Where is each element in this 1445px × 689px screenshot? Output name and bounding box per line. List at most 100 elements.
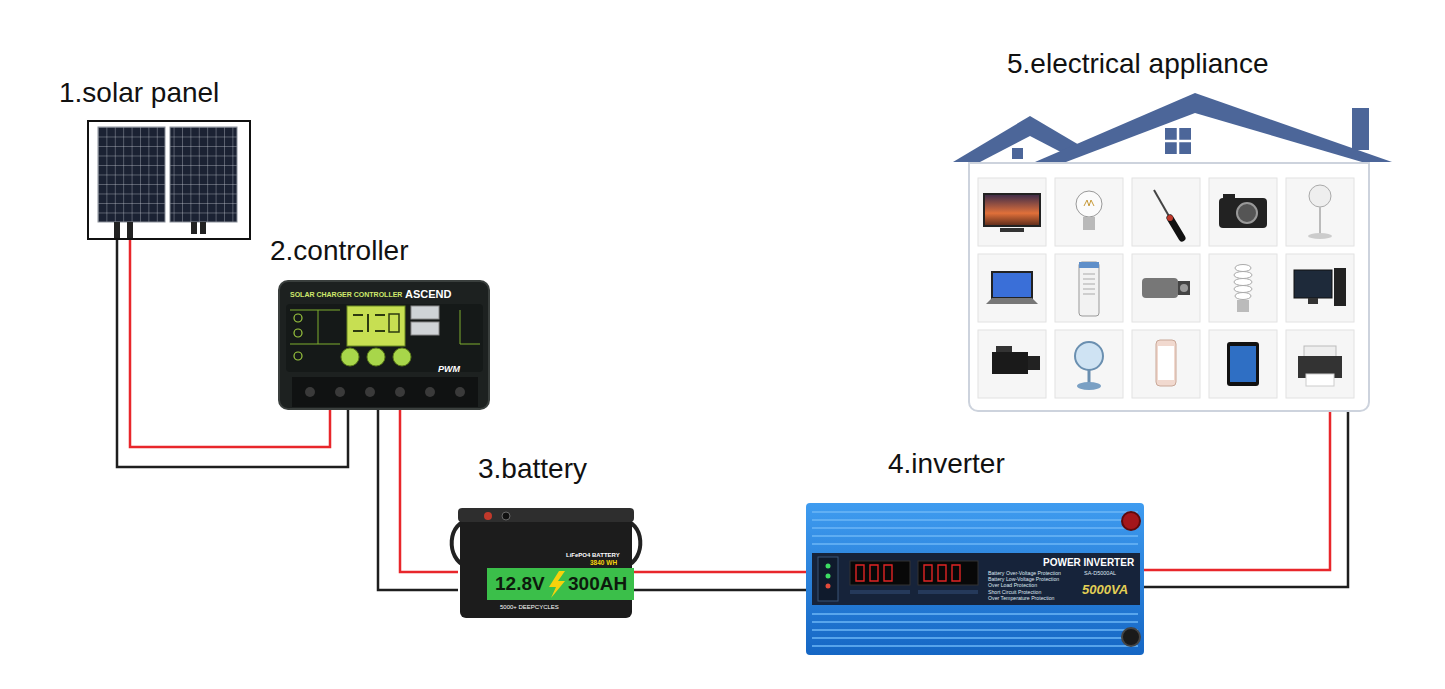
battery-body [484, 512, 492, 520]
inverter-body [918, 590, 978, 594]
laptop-icon [978, 254, 1046, 322]
charge-controller-body [294, 329, 302, 337]
printer-icon [1286, 330, 1354, 398]
inverter-body [806, 503, 1144, 655]
house-roof [953, 93, 1392, 162]
charge-controller-body [411, 322, 439, 335]
appliance-grid [978, 178, 1354, 398]
solar-cells [98, 127, 165, 222]
part-heading: 1.solar panel [59, 77, 219, 109]
charge-controller-body [375, 330, 385, 332]
charge-controller-body [347, 306, 405, 346]
charge-controller-body [367, 348, 385, 366]
camcorder-icon [1132, 254, 1200, 322]
air-cooler-icon [1055, 254, 1123, 322]
printer-icon [1306, 374, 1334, 386]
positive-wire [130, 240, 330, 447]
tablet-icon [1227, 342, 1259, 386]
desktop-icon [1286, 254, 1354, 322]
solar-panel-box: 1.solar panel [87, 120, 251, 240]
inverter-body [1122, 512, 1140, 530]
cfl-bulb-icon [1237, 300, 1249, 312]
stand-fan-icon [1308, 233, 1332, 239]
solar-cells [114, 222, 120, 238]
air-cooler-icon [1079, 262, 1099, 268]
charge-controller-body [292, 377, 478, 407]
camcorder-icon [1178, 281, 1190, 295]
positive-wire [634, 571, 806, 574]
desktop-icon [1294, 270, 1332, 298]
battery-body [487, 568, 634, 600]
desk-fan-icon [1088, 370, 1091, 384]
tablet-icon [1209, 330, 1277, 398]
solar-cells [200, 222, 206, 234]
controller-device: 2.controllerSOLAR CHARGER CONTROLLERASCE… [278, 280, 490, 410]
charge-controller-body [279, 281, 489, 409]
tv-icon [978, 178, 1046, 246]
camera-icon [1209, 178, 1277, 246]
charge-controller-body [279, 281, 489, 409]
inverter-body [826, 584, 831, 589]
charge-controller-body [365, 387, 375, 397]
protection-text: Over Load Protection [988, 583, 1037, 589]
video-camera-icon [1028, 356, 1040, 370]
model-print: SA-D5000AL [1084, 570, 1116, 576]
device-print: SOLAR CHARGER CONTROLLER [290, 291, 402, 299]
charge-controller-body [341, 348, 359, 366]
camera-icon [1237, 203, 1257, 223]
charge-controller-body [367, 314, 369, 332]
air-cooler-icon [1055, 254, 1123, 322]
soldering-iron-icon [1154, 190, 1170, 218]
mode-mark: PWM [438, 364, 460, 374]
positive-wire [400, 410, 458, 572]
video-camera-icon [978, 330, 1046, 398]
laptop-icon [978, 254, 1046, 322]
bulb-icon [1055, 178, 1123, 246]
laptop-icon [986, 298, 1038, 304]
cfl-bulb-icon [1235, 265, 1251, 272]
desktop-icon [1286, 254, 1354, 322]
protection-text: Battery Low-Voltage Protection [988, 577, 1059, 583]
negative-wire [117, 240, 348, 467]
desk-fan-icon [1055, 330, 1123, 398]
phone-icon [1156, 340, 1176, 386]
negative-wire [1144, 412, 1348, 587]
house-roof [1012, 148, 1023, 159]
cfl-bulb-icon [1234, 279, 1252, 286]
desk-fan-icon [1055, 330, 1123, 398]
cycle-print: 5000+ DEEPCYCLES [500, 604, 559, 611]
laptop-icon [992, 272, 1032, 298]
charge-controller-body [411, 306, 439, 319]
stand-fan-icon [1309, 185, 1331, 207]
inverter-body [826, 574, 831, 579]
charge-controller-body [455, 387, 465, 397]
charge-controller-body [286, 304, 483, 372]
camera-icon [1209, 178, 1277, 246]
desktop-icon [1334, 268, 1346, 306]
camcorder-icon [1142, 278, 1178, 298]
charge-controller-body [305, 387, 315, 397]
cfl-bulb-icon [1209, 254, 1277, 322]
cfl-bulb-icon [1234, 272, 1252, 279]
soldering-iron-icon [1132, 178, 1200, 246]
inverter-body [856, 565, 960, 581]
house-roof [1165, 128, 1191, 154]
battery-body [502, 512, 510, 520]
protection-text: Short Circuit Protection [988, 590, 1041, 596]
part-heading: 5.electrical appliance [1007, 48, 1269, 80]
part-heading: 4.inverter [888, 448, 1005, 480]
inverter-device: 4.inverterPOWER INVERTERSA-D5000AL5000VA… [806, 503, 1144, 655]
charge-controller-body [393, 348, 411, 366]
charge-controller-body [395, 387, 405, 397]
camera-icon [1219, 198, 1267, 228]
solar-cells [98, 127, 237, 238]
soldering-iron-icon [1132, 178, 1200, 246]
inverter-body [812, 553, 1140, 605]
video-camera-icon [992, 352, 1028, 374]
stand-fan-icon [1319, 207, 1321, 234]
device-print: LiFePO4 BATTERY [566, 552, 620, 559]
part-heading: 3.battery [478, 453, 587, 485]
inverter-body [826, 564, 831, 569]
printer-icon [1286, 330, 1354, 398]
